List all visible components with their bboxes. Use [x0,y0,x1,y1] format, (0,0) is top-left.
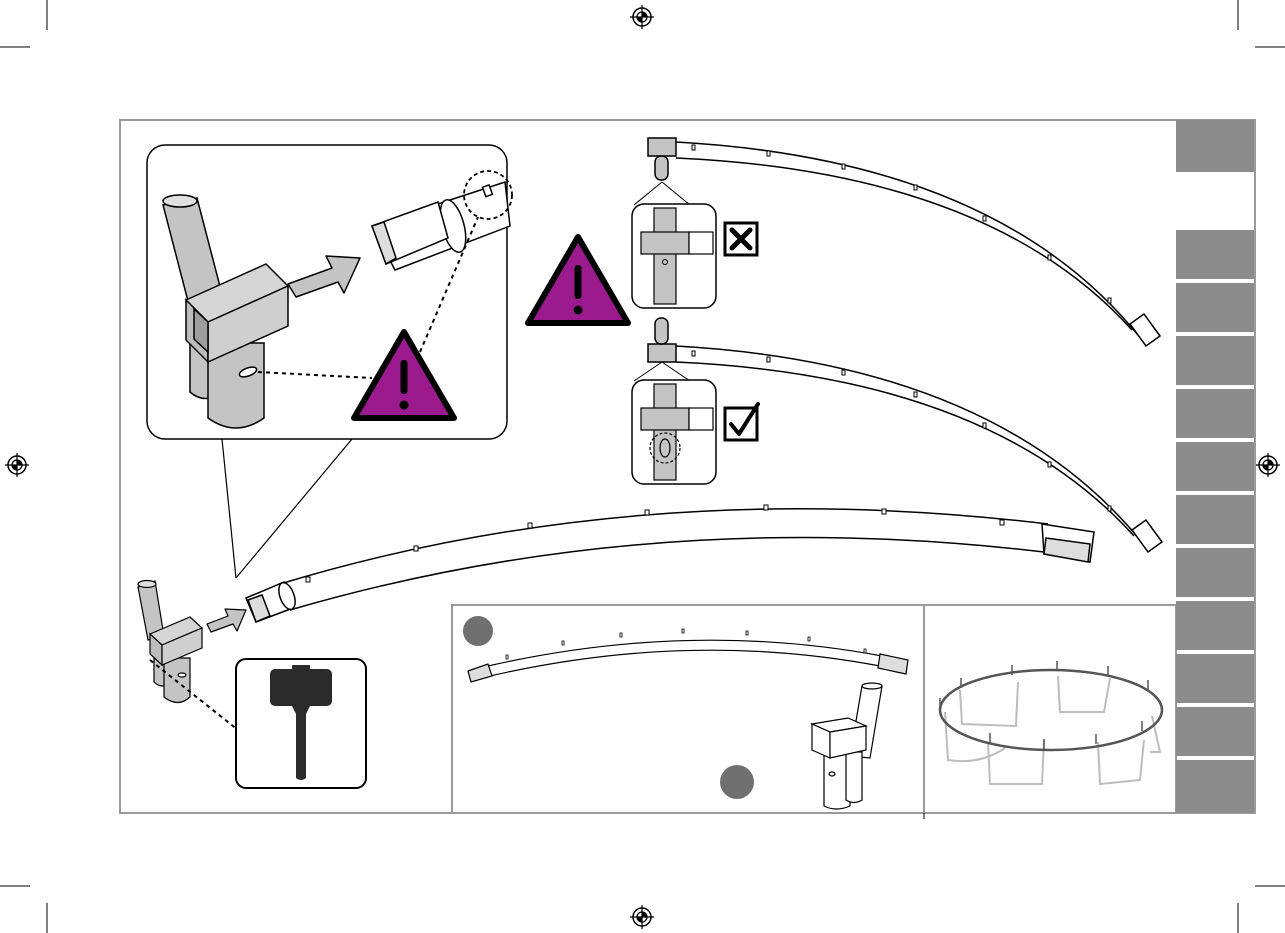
side-tab-index-5 [1176,442,1254,491]
side-tab-index-9 [1176,654,1254,703]
t-joint-step-illustration [812,683,882,809]
registration-mark-icon [5,453,29,477]
trampoline-frame-illustration [940,661,1162,784]
side-tab-index-6 [1176,495,1254,544]
side-tab-index-11 [1176,760,1254,813]
arrow-icon [207,609,246,632]
curved-tube-correct [632,318,1162,552]
registration-mark-icon [630,5,654,29]
step-marker-1 [463,616,493,646]
side-tab-index-8 [1176,601,1254,650]
side-tab-index-10 [1176,707,1254,756]
t-joint-small-illustration [138,581,202,703]
side-tab-index-7 [1176,548,1254,597]
curved-tube-incorrect [632,138,1160,346]
registration-mark-icon [1256,453,1280,477]
side-tab-index-3 [1176,336,1254,385]
mallet-panel [236,659,366,788]
warning-triangle-icon [528,237,628,323]
cross-box-icon [725,223,757,255]
check-box-icon [725,404,758,440]
zoom-detail-panel [147,145,512,578]
registration-mark-icon [630,905,654,929]
step-marker-2 [720,765,754,799]
side-tab-index-2 [1176,283,1254,332]
side-tab-index-4 [1176,389,1254,438]
side-tab-top [1176,120,1254,172]
step-panel [463,616,908,809]
side-tab-index-1 [1176,230,1254,279]
